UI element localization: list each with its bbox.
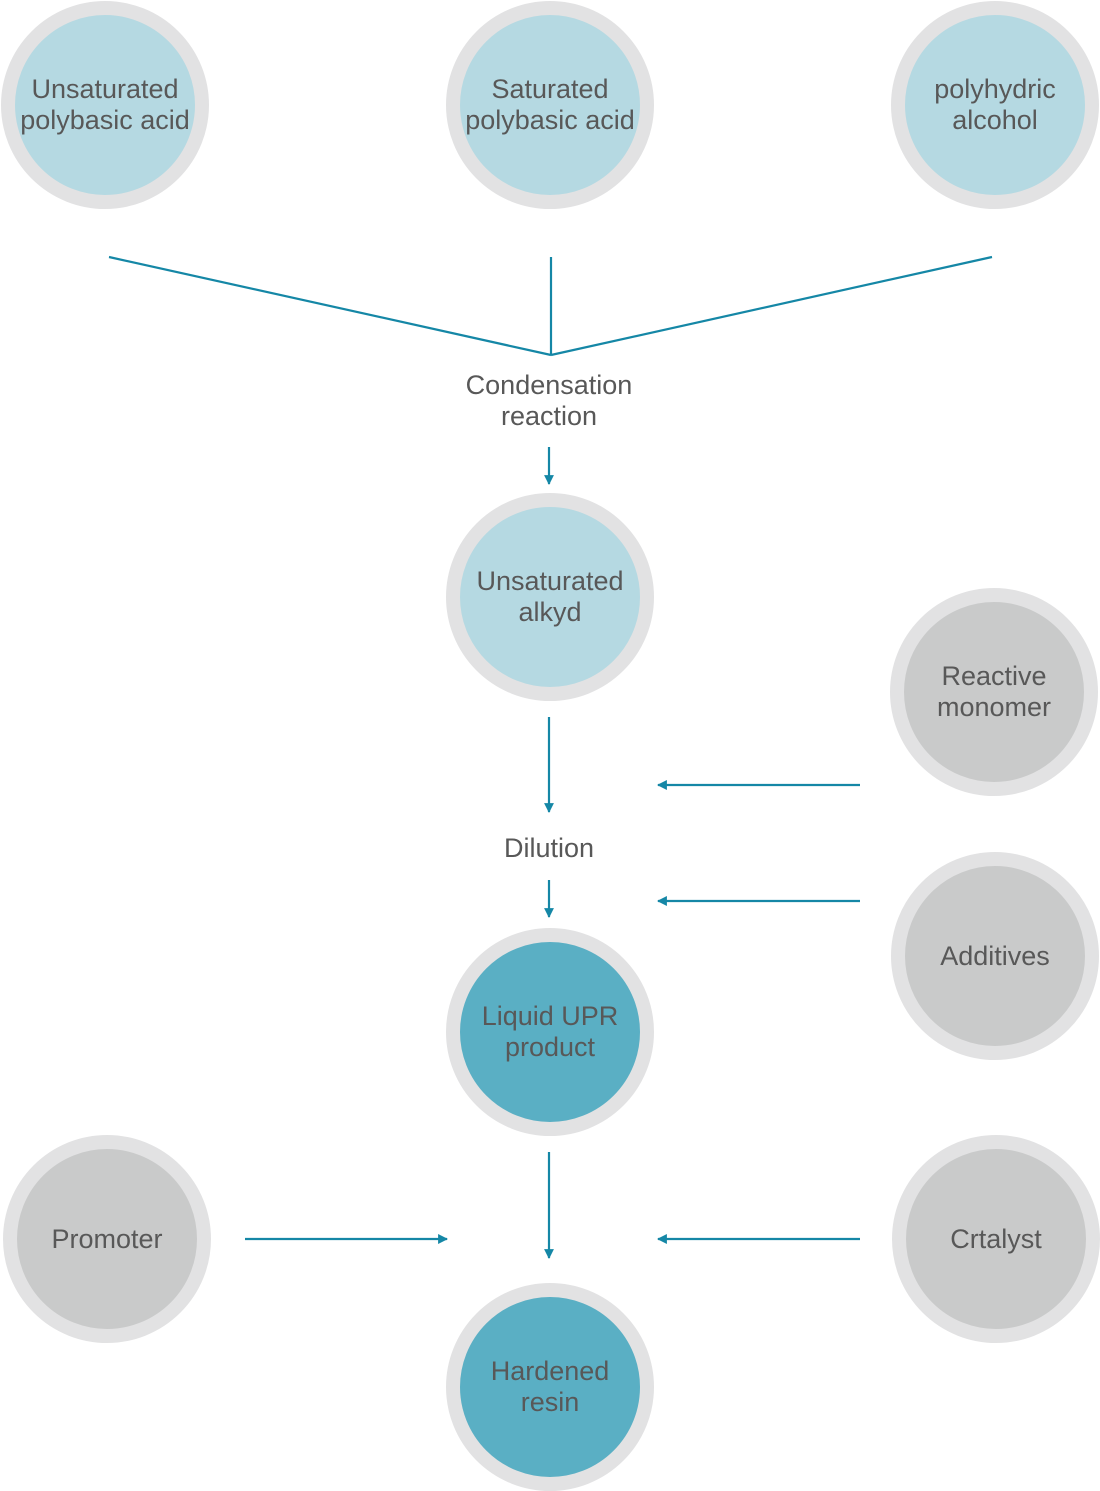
step-condensation-reaction: Condensation reaction [465, 370, 633, 431]
merge-line-left [108, 255, 552, 357]
node-additives: Additives [891, 852, 1099, 1060]
node-reactive-monomer: Reactive monomer [890, 588, 1098, 796]
node-label: Crtalyst [950, 1223, 1042, 1254]
node-label: Reactive monomer [936, 661, 1052, 722]
node-unsaturated-alkyd: Unsaturated alkyd [446, 493, 654, 701]
node-label: Promoter [51, 1223, 163, 1254]
node-label: Hardened resin [490, 1356, 610, 1417]
node-polyhydric-alcohol: polyhydric alcohol [891, 1, 1099, 209]
merge-line-right [550, 255, 993, 357]
node-label: Liquid UPR product [481, 1001, 619, 1062]
node-label: Additives [940, 940, 1050, 971]
node-liquid-upr-product: Liquid UPR product [446, 928, 654, 1136]
step-dilution: Dilution [503, 833, 595, 863]
node-hardened-resin: Hardened resin [446, 1283, 654, 1491]
node-label: Saturated polybasic acid [465, 74, 635, 135]
node-catalyst: Crtalyst [892, 1135, 1100, 1343]
node-saturated-polybasic-acid: Saturated polybasic acid [446, 1, 654, 209]
node-promoter: Promoter [3, 1135, 211, 1343]
node-label: polyhydric alcohol [934, 74, 1056, 135]
node-unsaturated-polybasic-acid: Unsaturated polybasic acid [1, 1, 209, 209]
node-label: Unsaturated polybasic acid [20, 74, 190, 135]
node-label: Unsaturated alkyd [476, 566, 624, 627]
